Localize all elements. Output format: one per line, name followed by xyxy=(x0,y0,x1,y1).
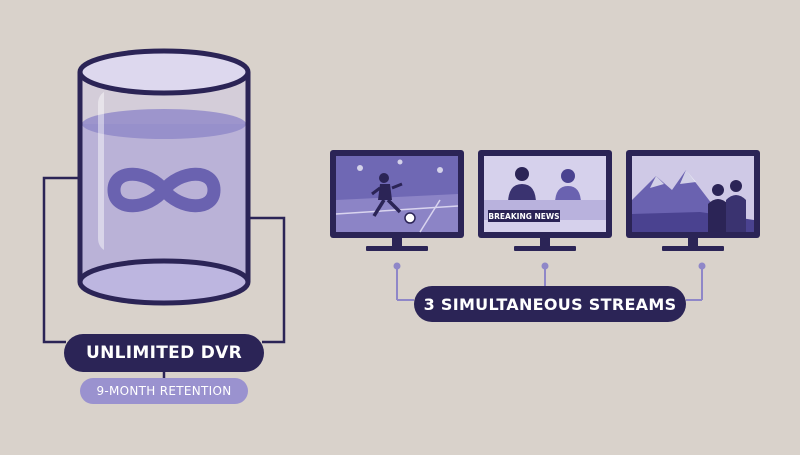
retention-label: 9-MONTH RETENTION xyxy=(80,378,248,404)
news-tv: BREAKING NEWS xyxy=(478,150,612,251)
unlimited-dvr-label: UNLIMITED DVR xyxy=(64,334,264,372)
movie-tv xyxy=(626,150,760,251)
news-anchors-icon xyxy=(508,167,581,204)
soccer-ball-icon xyxy=(404,212,416,224)
soccer-tv xyxy=(330,150,464,251)
mountain-couple-icon xyxy=(708,180,746,232)
infinity-icon xyxy=(107,167,221,213)
streams-connector-lines xyxy=(396,266,703,301)
breaking-news-banner: BREAKING NEWS xyxy=(488,212,559,221)
simultaneous-streams-label: 3 SIMULTANEOUS STREAMS xyxy=(414,286,686,322)
soccer-player-icon xyxy=(371,173,403,217)
connector-dots xyxy=(393,262,706,270)
dvr-cylinder-icon xyxy=(77,48,251,306)
